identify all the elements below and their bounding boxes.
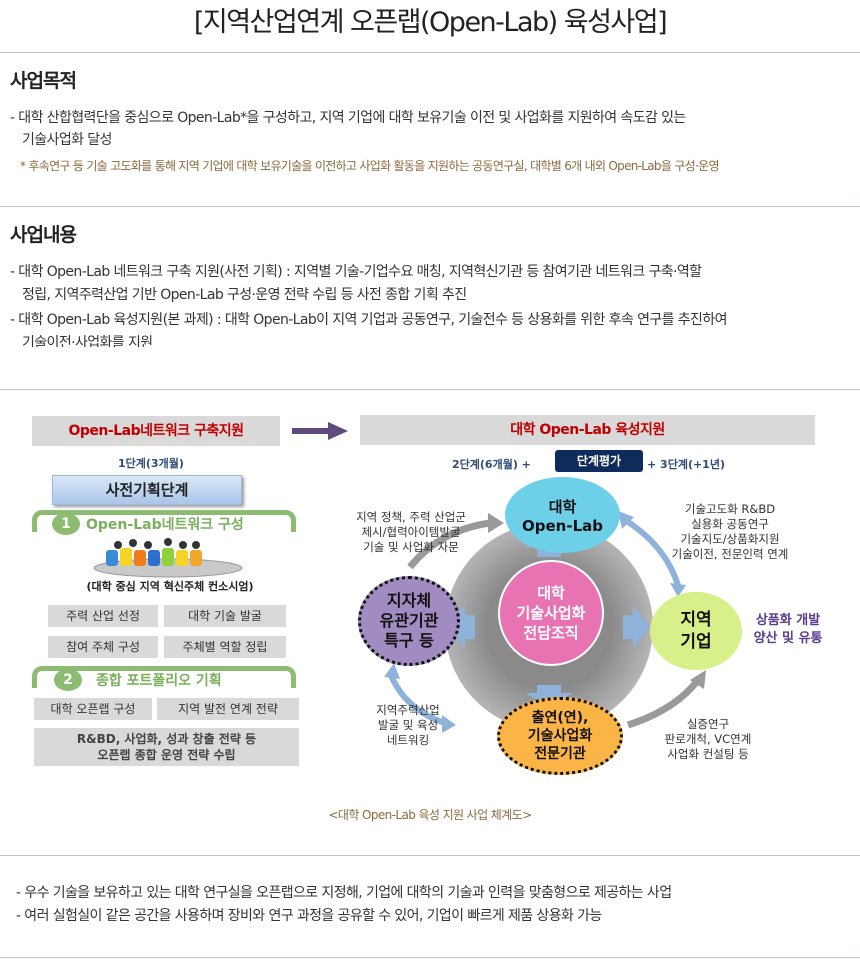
university-open-lab-node: 대학 Open-Lab	[505, 477, 620, 553]
section2-bracket	[32, 666, 296, 688]
wide-cell-line1: R&BD, 사업화, 성과 창출 전략 등	[76, 732, 257, 746]
node-line: 대학	[537, 584, 565, 602]
stage-evaluation-badge: 단계평가	[555, 450, 643, 472]
arrow-right-icon	[292, 422, 348, 440]
node-line: 지자체	[386, 591, 432, 610]
grid-cell: 대학 오픈랩 구성	[34, 698, 152, 720]
summary-bullet: - 여러 실험실이 같은 공간을 사용하며 장비와 연구 과정을 공유할 수 있…	[16, 908, 602, 924]
label-line: 실용화 공동연구	[691, 517, 769, 531]
section-heading-purpose: 사업목적	[10, 70, 77, 92]
label-bottom-right: 실증연구 판로개척, VC연계 사업화 컨설팅 등	[648, 717, 768, 762]
label-right: 상품화 개발 양산 및 유통	[738, 612, 838, 648]
node-line: 전담조직	[523, 624, 579, 642]
content-bullet-1-line1: - 대학 Open-Lab 네트워크 구축 지원(사전 기획) : 지역별 기술…	[10, 264, 702, 280]
node-line: Open-Lab	[522, 516, 603, 535]
label-line: 판로개척, VC연계	[664, 732, 752, 746]
label-line: 상품화 개발	[755, 613, 821, 628]
node-line: 대학	[548, 497, 577, 516]
label-line: 기술고도화 R&BD	[684, 502, 776, 516]
divider	[0, 957, 860, 958]
summary-bullet: - 우수 기술을 보유하고 있는 대학 연구실을 오픈랩으로 지정해, 기업에 …	[16, 885, 672, 901]
section2-number: 2	[54, 669, 82, 691]
grid-cell-wide: R&BD, 사업화, 성과 창출 전략 등 오픈랩 종합 운영 전략 수립	[34, 728, 299, 766]
grid-cell: 지역 발전 연계 전략	[157, 698, 299, 720]
section1-bracket	[32, 510, 296, 532]
local-company-node: 지역 기업	[650, 592, 742, 670]
purpose-bullet-line2: 기술사업화 달성	[22, 132, 112, 148]
label-line: 실증연구	[686, 717, 730, 731]
node-line: 기술사업화	[516, 604, 586, 622]
label-line: 지역주력산업	[376, 703, 440, 717]
diagram-caption: <대학 Open-Lab 육성 지원 사업 체계도>	[328, 808, 532, 822]
label-line: 양산 및 유통	[753, 631, 823, 646]
content-bullet-1-line2: 정립, 지역주력산업 기반 Open-Lab 구성·운영 전략 수립 등 사전 …	[22, 287, 467, 303]
label-line: 네트워킹	[386, 733, 430, 747]
content-bullet-2-line1: - 대학 Open-Lab 육성지원(본 과제) : 대학 Open-Lab이 …	[10, 312, 728, 328]
node-line: 기업	[680, 632, 712, 652]
local-government-node: 지자체 유관기관 특구 등	[358, 576, 460, 666]
label-line: 사업화 컨설팅 등	[667, 747, 749, 761]
stage3-label: + 3단계(+1년)	[647, 458, 725, 471]
grid-cell: 주체별 역할 정립	[164, 636, 286, 658]
label-bottom-left: 지역주력산업 발굴 및 육성 네트워킹	[358, 703, 458, 748]
node-line: 출연(연),	[531, 710, 589, 726]
grid-cell: 대학 기술 발굴	[164, 605, 286, 627]
consortium-people-icon	[93, 538, 243, 578]
node-line: 유관기관	[379, 611, 439, 630]
divider	[0, 389, 860, 390]
label-line: 지역 정책, 주력 산업군	[356, 510, 466, 524]
grid-cell: 주력 산업 선정	[48, 605, 158, 627]
wide-cell-line2: 오픈랩 종합 운영 전략 수립	[97, 748, 236, 762]
label-line: 기술지도/상품화지원	[680, 532, 780, 546]
stage2-label: 2단계(6개월) +	[452, 458, 531, 471]
section1-number: 1	[52, 513, 80, 535]
divider	[0, 206, 860, 207]
purpose-footnote: * 후속연구 등 기술 고도화를 통해 지역 기업에 대학 보유기술을 이전하고…	[20, 159, 719, 173]
grid-cell: 참여 주체 구성	[48, 636, 158, 658]
section2-label: 종합 포트폴리오 기획	[96, 673, 222, 689]
purpose-bullet-line1: - 대학 산합협력단을 중심으로 Open-Lab*을 구성하고, 지역 기업에…	[10, 110, 686, 126]
planning-phase-box: 사전기획단계	[52, 475, 242, 505]
label-line: 기술 및 사업화 자문	[363, 540, 459, 554]
label-line: 기술이전, 전문인력 연계	[671, 547, 789, 561]
node-line: 전문기관	[534, 746, 586, 762]
open-lab-support-header: 대학 Open-Lab 육성지원	[360, 415, 815, 445]
node-line: 특구 등	[384, 631, 434, 650]
section-heading-content: 사업내용	[10, 224, 77, 246]
label-line: 제시/협력아이템발굴	[361, 525, 461, 539]
stage1-label: 1단계(3개월)	[118, 457, 184, 470]
page-title: [지역산업연계 오픈랩(Open-Lab) 육성사업]	[193, 7, 668, 38]
content-bullet-2-line2: 기술이전·사업화를 지원	[22, 335, 153, 347]
label-top-left: 지역 정책, 주력 산업군 제시/협력아이템발굴 기술 및 사업화 자문	[336, 510, 486, 555]
label-line: 발굴 및 육성	[377, 718, 439, 732]
divider	[0, 855, 860, 856]
consortium-caption: (대학 중심 지역 혁신주체 컨소시엄)	[86, 580, 254, 593]
section1-label: Open-Lab네트워크 구성	[86, 517, 244, 533]
node-line: 지역	[680, 610, 712, 630]
tech-commercialization-center-node: 대학 기술사업화 전담조직	[498, 560, 604, 666]
node-line: 기술사업화	[527, 728, 593, 744]
network-support-header: Open-Lab네트워크 구축지원	[32, 416, 280, 446]
research-institute-node: 출연(연), 기술사업화 전문기관	[497, 697, 623, 775]
label-top-right: 기술고도화 R&BD 실용화 공동연구 기술지도/상품화지원 기술이전, 전문인…	[655, 502, 805, 562]
divider	[0, 52, 860, 53]
